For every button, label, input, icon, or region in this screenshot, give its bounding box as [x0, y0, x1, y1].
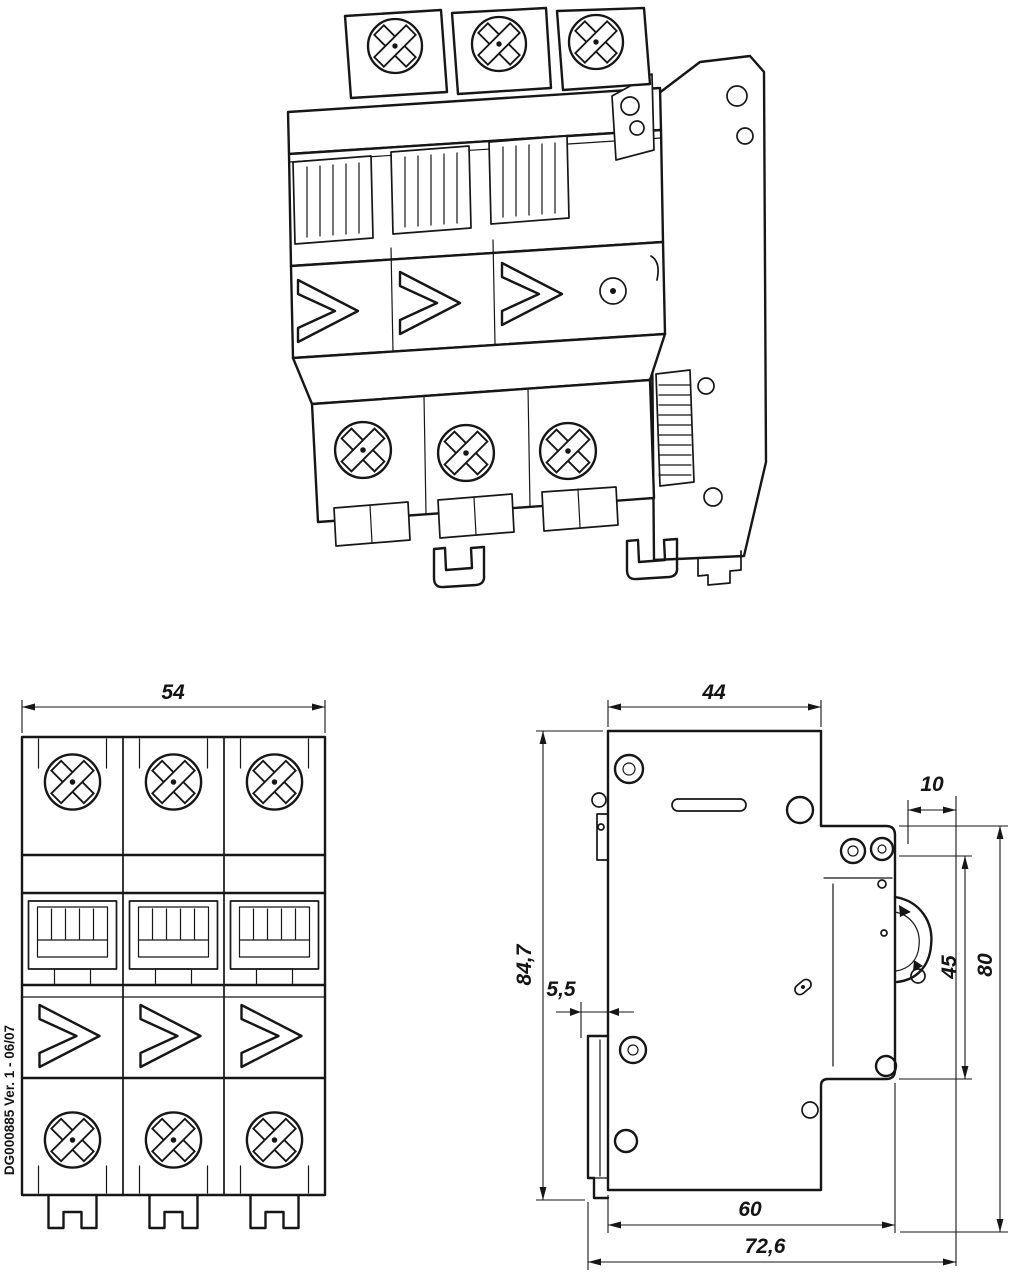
- iso-screw-bottom-1: [333, 420, 393, 480]
- iso-screw-top-2: [470, 15, 528, 73]
- dim-clip-step: 10: [907, 773, 957, 1266]
- iso-panel-details: [655, 85, 754, 586]
- iso-tab-hole: [620, 96, 640, 116]
- side-hole: [591, 792, 607, 808]
- front-din-clip: [148, 1194, 199, 1230]
- front-screw-bottom-2: [144, 1111, 203, 1169]
- iso-pole-dividers: [390, 239, 531, 515]
- front-pole-arrow: [139, 1003, 202, 1069]
- iso-screw-top-1: [366, 17, 424, 75]
- iso-screw-bottom-2: [436, 423, 496, 483]
- side-din-clip: [586, 1034, 610, 1200]
- iso-din-hook: [625, 537, 679, 581]
- iso-panel-hole: [697, 377, 715, 395]
- iso-screw-top-3: [567, 13, 625, 71]
- front-section-lines: [20, 853, 327, 1080]
- iso-tab-hole: [629, 120, 645, 136]
- side-body-outline: [606, 729, 897, 1192]
- iso-panel-hole: [736, 127, 754, 145]
- dim-latch-height-value: 45: [938, 955, 961, 980]
- dim-total-depth: 72,6: [587, 1202, 956, 1270]
- isometric-view: [286, 6, 768, 589]
- side-claw: [893, 895, 933, 984]
- dim-total-depth-value: 72,6: [745, 1235, 786, 1258]
- front-screw-top-2: [144, 753, 203, 811]
- iso-body: [286, 86, 667, 524]
- front-switch-lever: [27, 900, 118, 970]
- side-hole: [597, 823, 605, 831]
- front-screw-top-1: [43, 753, 102, 811]
- dim-latch-height: 45: [899, 855, 972, 1080]
- iso-pole-arrow: [500, 261, 564, 327]
- iso-pole-arrow: [398, 270, 462, 336]
- side-hole: [613, 1128, 639, 1154]
- dim-side-height-value: 80: [974, 953, 997, 977]
- front-din-clip: [47, 1194, 98, 1230]
- iso-bottom-cage: [437, 493, 515, 539]
- side-pivot-detail: [794, 978, 812, 996]
- front-top-cage-lines: [37, 738, 310, 769]
- side-view: 44 10 45 80 84,7: [513, 681, 1008, 1270]
- front-screw-top-3: [245, 753, 304, 811]
- side-hole: [613, 753, 645, 785]
- side-claw-pin: [910, 968, 926, 984]
- iso-din-hooks: [432, 537, 679, 589]
- front-din-clip: [249, 1194, 300, 1230]
- side-hole: [880, 929, 888, 937]
- side-terminal-screw: [839, 837, 867, 865]
- side-hole: [785, 795, 815, 825]
- side-details: [591, 753, 933, 1154]
- front-switch-levers: [27, 900, 320, 986]
- front-view: DG000885 Ver. 1 - 06/07 54: [2, 681, 327, 1230]
- side-hole: [877, 879, 887, 889]
- front-switch-lever: [128, 900, 219, 970]
- dim-total-height-value: 84,7: [513, 943, 536, 985]
- iso-pole-arrow: [296, 278, 360, 344]
- front-bottom-cage-lines: [37, 1165, 310, 1194]
- dim-clip-step-value: 10: [920, 773, 944, 796]
- side-hole: [618, 1035, 648, 1065]
- dim-body-depth-value: 60: [738, 1198, 762, 1221]
- dim-rail-offset-value: 5,5: [546, 978, 576, 1001]
- side-terminal-screw: [869, 836, 895, 862]
- iso-pole-arrows: [296, 261, 564, 344]
- iso-slot-marking: [650, 255, 659, 281]
- iso-panel-hole: [703, 487, 723, 507]
- iso-screw-bottom-3: [538, 421, 598, 481]
- front-pole-dividers: [122, 736, 225, 1196]
- iso-bottom-cages: [333, 486, 619, 547]
- dim-rail-offset: 5,5: [546, 978, 634, 1038]
- iso-din-hook: [432, 545, 486, 589]
- dim-top-depth-value: 44: [701, 681, 726, 704]
- side-vent-slot: [671, 798, 747, 812]
- side-hole: [801, 1101, 819, 1119]
- iso-bottom-cage: [333, 501, 411, 547]
- doc-ref-text: DG000885 Ver. 1 - 06/07: [2, 1025, 17, 1175]
- side-hole: [874, 1054, 898, 1078]
- iso-label-barcode: [655, 369, 695, 487]
- front-screw-bottom-1: [43, 1111, 102, 1169]
- iso-round-marking-dot: [610, 288, 616, 294]
- dim-body-depth: 60: [607, 1083, 896, 1233]
- iso-switch-levers: [292, 135, 570, 245]
- front-switch-lever: [229, 900, 320, 970]
- dim-front-width-value: 54: [161, 681, 185, 704]
- front-screw-bottom-3: [245, 1111, 304, 1169]
- dim-top-depth: 44: [607, 681, 822, 727]
- dim-total-height: 84,7: [513, 730, 603, 1201]
- front-din-clips: [47, 1194, 300, 1230]
- front-pole-arrow: [38, 1003, 101, 1069]
- front-pole-arrows: [38, 1003, 303, 1069]
- iso-bottom-cage: [541, 486, 619, 532]
- iso-panel-din-clip: [697, 550, 742, 586]
- iso-panel-hole: [726, 85, 748, 107]
- side-left-notch: [596, 813, 609, 861]
- dim-front-width: 54: [21, 681, 326, 733]
- front-pole-arrow: [240, 1003, 303, 1069]
- dim-side-height: 80: [899, 825, 1008, 1233]
